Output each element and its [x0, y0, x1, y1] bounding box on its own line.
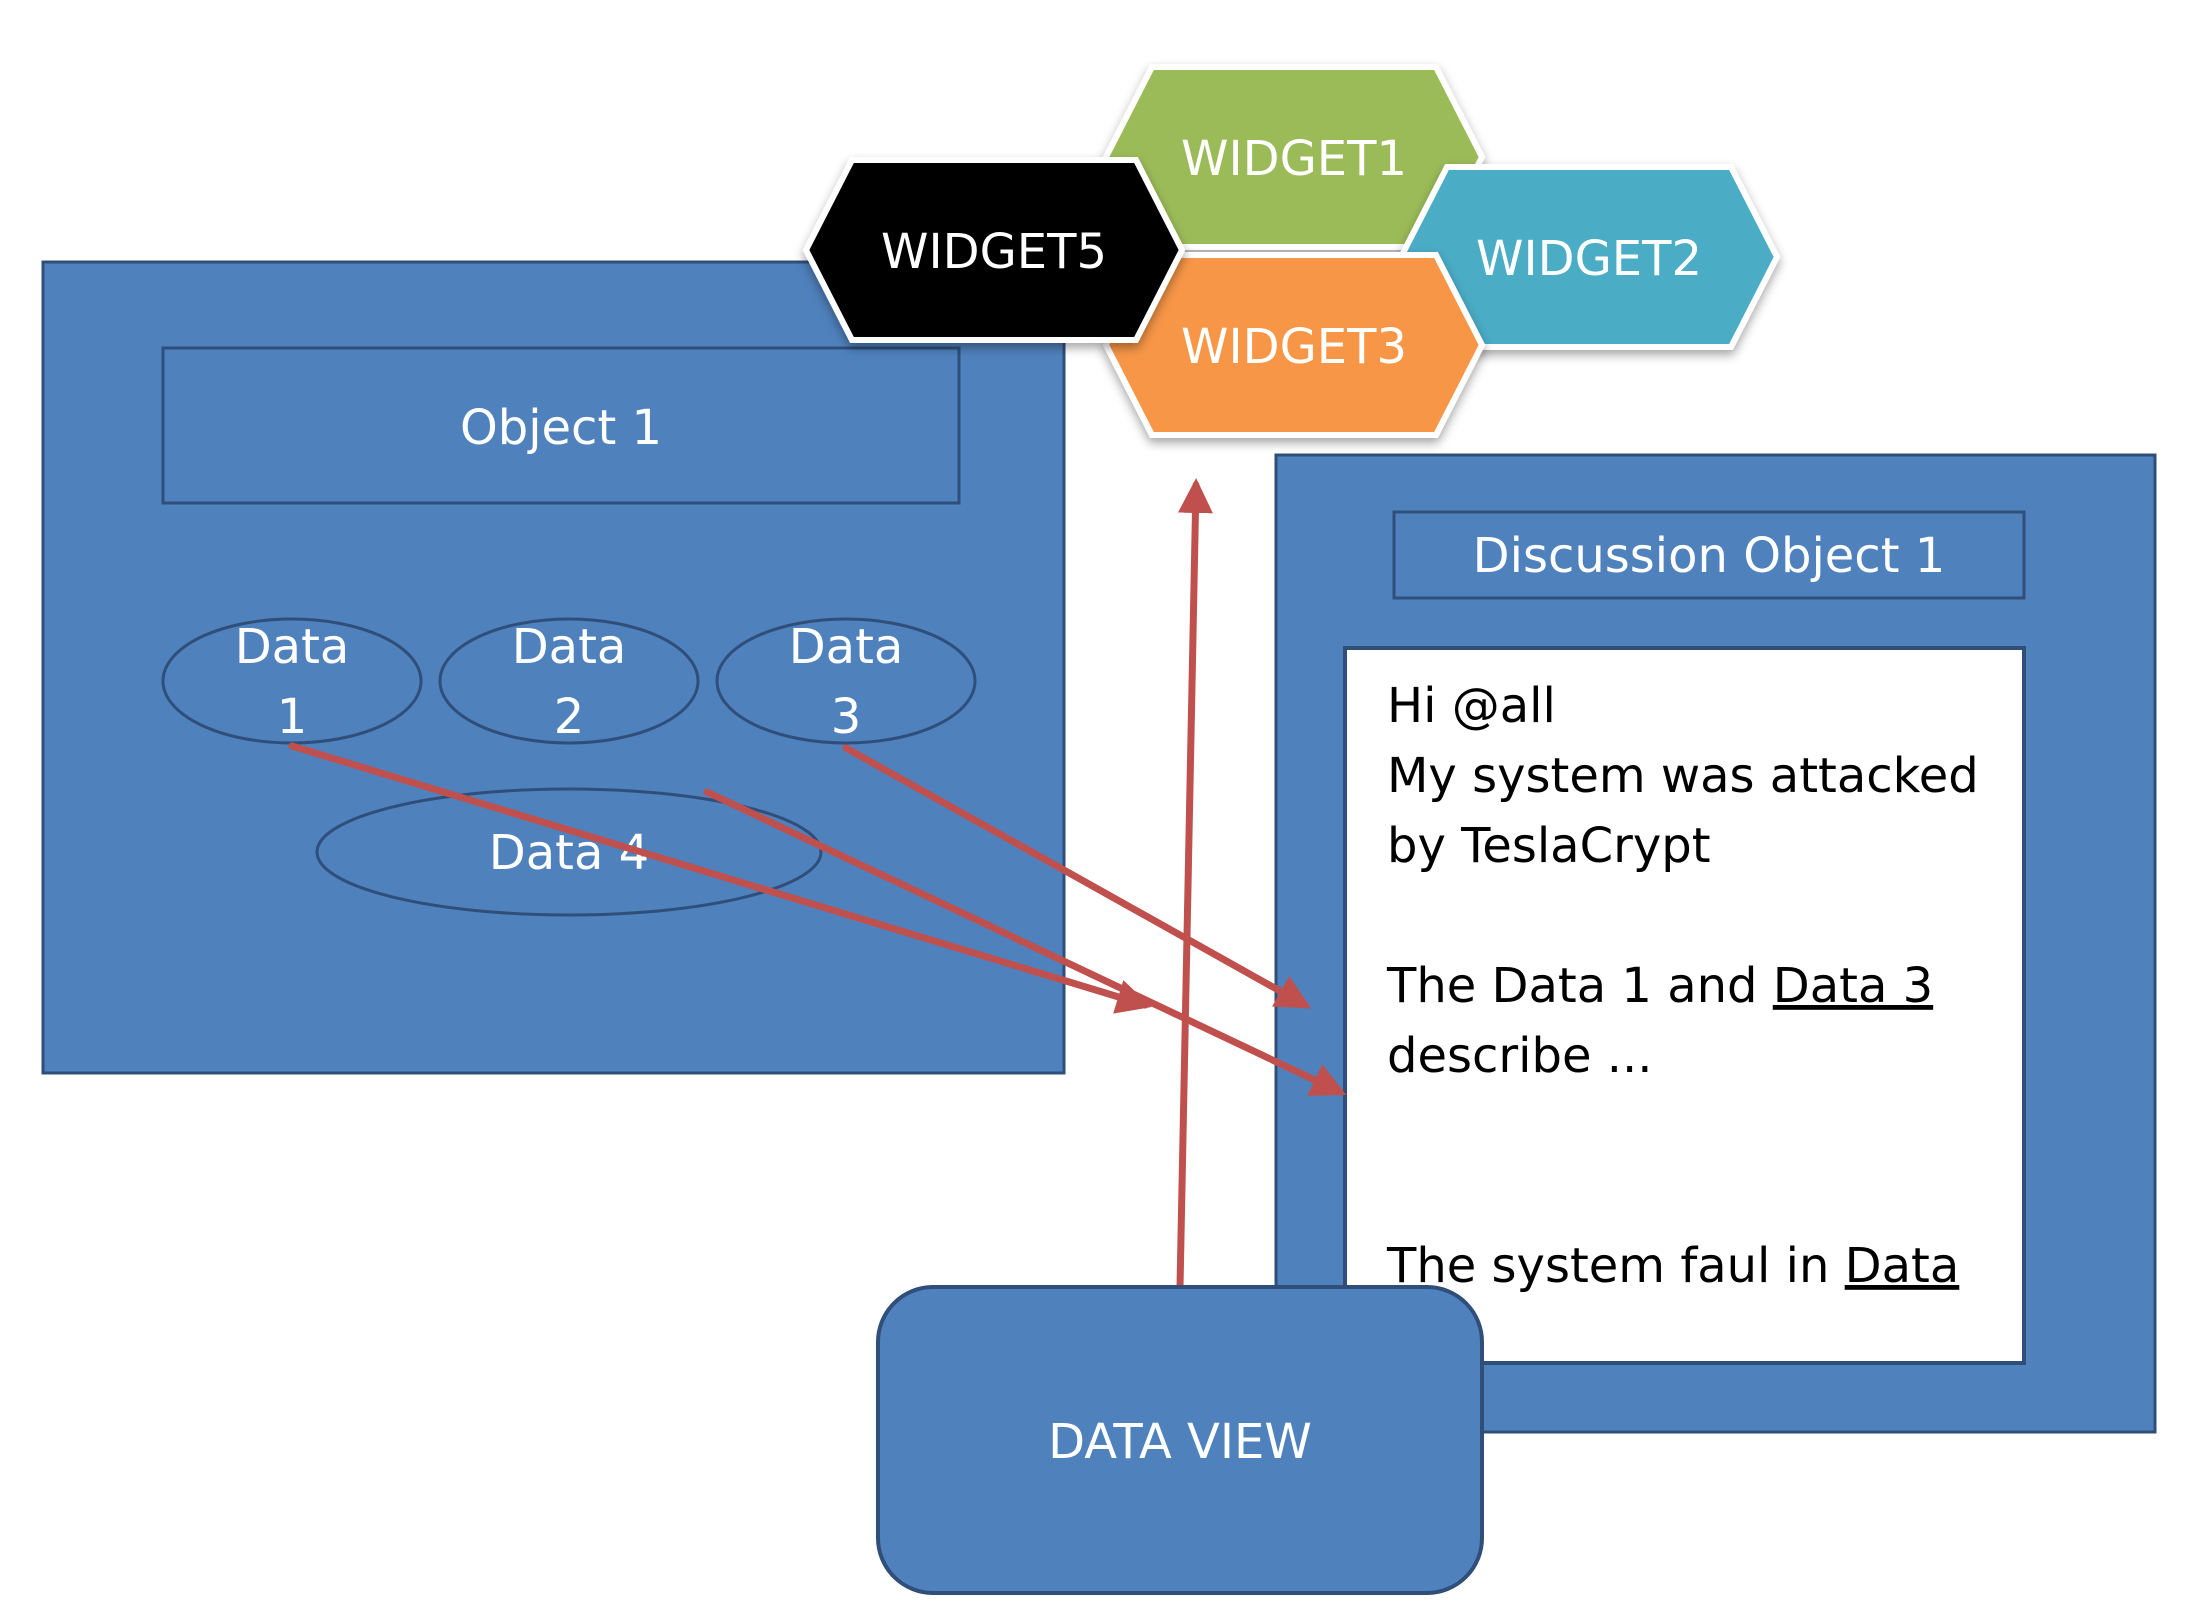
arrow-data1-to-discussion [288, 742, 1152, 1014]
data-item-4-label: Data 4 [489, 825, 649, 881]
widget5-hexagon-icon [802, 157, 1186, 343]
data-item-1[interactable]: Data 1 [161, 617, 423, 745]
arrow-data3-to-discussion [842, 744, 1312, 1009]
data-item-2[interactable]: Data 2 [438, 617, 700, 745]
data-item-1-label-top: Data [235, 619, 350, 675]
data-item-3-label-bottom: 3 [831, 689, 862, 745]
arrow-dataview-to-widgets [1176, 478, 1213, 1291]
widget5-label: WIDGET5 [881, 224, 1107, 280]
data-view-box [876, 1285, 1484, 1595]
arrow-data4-to-discussion [703, 788, 1347, 1096]
discussion-line-4-text: The Data 1 and [1386, 958, 1773, 1014]
data-item-1-label-bottom: 1 [277, 689, 308, 745]
object-title-box[interactable] [161, 346, 961, 505]
discussion-line-1: Hi @all [1387, 678, 1556, 734]
object-panel: Object 1 Data 1 Data 2 Data 3 Data 4 [41, 260, 1066, 1075]
discussion-text: Hi @all My system was attacked by TeslaC… [1386, 678, 1979, 1294]
discussion-body[interactable] [1343, 646, 2026, 1365]
discussion-line-6: The system faul in Data [1386, 1238, 1959, 1294]
discussion-title-box[interactable] [1392, 510, 2026, 600]
widget2-label: WIDGET2 [1476, 231, 1702, 287]
data-view[interactable]: DATA VIEW [876, 1285, 1484, 1595]
widget5[interactable]: WIDGET5 [802, 157, 1186, 343]
discussion-line-5: describe ... [1387, 1028, 1653, 1084]
arrows [288, 478, 1347, 1291]
widget3-label: WIDGET3 [1181, 319, 1407, 375]
discussion-line-2: My system was attacked [1387, 748, 1979, 804]
data-item-2-label-bottom: 2 [554, 689, 585, 745]
discussion-panel: Discussion Object 1 Hi @all My system wa… [1274, 453, 2157, 1434]
discussion-line-6-text: The system faul in [1386, 1238, 1845, 1294]
widgets: WIDGET1 WIDGET2 WIDGET3 WIDGET5 [802, 64, 1781, 438]
data-item-3[interactable]: Data 3 [715, 617, 977, 745]
widget1-label: WIDGET1 [1181, 131, 1407, 187]
object-title: Object 1 [460, 400, 662, 456]
data-item-3-label-top: Data [789, 619, 904, 675]
discussion-link-data-3[interactable]: Data 3 [1773, 958, 1933, 1014]
discussion-line-4: The Data 1 and Data 3 [1386, 958, 1933, 1014]
data-item-2-label-top: Data [512, 619, 627, 675]
widget2[interactable]: WIDGET2 [1397, 164, 1781, 350]
data-item-4[interactable]: Data 4 [315, 787, 823, 917]
discussion-line-3: by TeslaCrypt [1387, 818, 1711, 874]
discussion-link-data[interactable]: Data [1845, 1238, 1960, 1294]
data-view-label: DATA VIEW [1048, 1414, 1312, 1470]
discussion-title: Discussion Object 1 [1473, 528, 1946, 584]
